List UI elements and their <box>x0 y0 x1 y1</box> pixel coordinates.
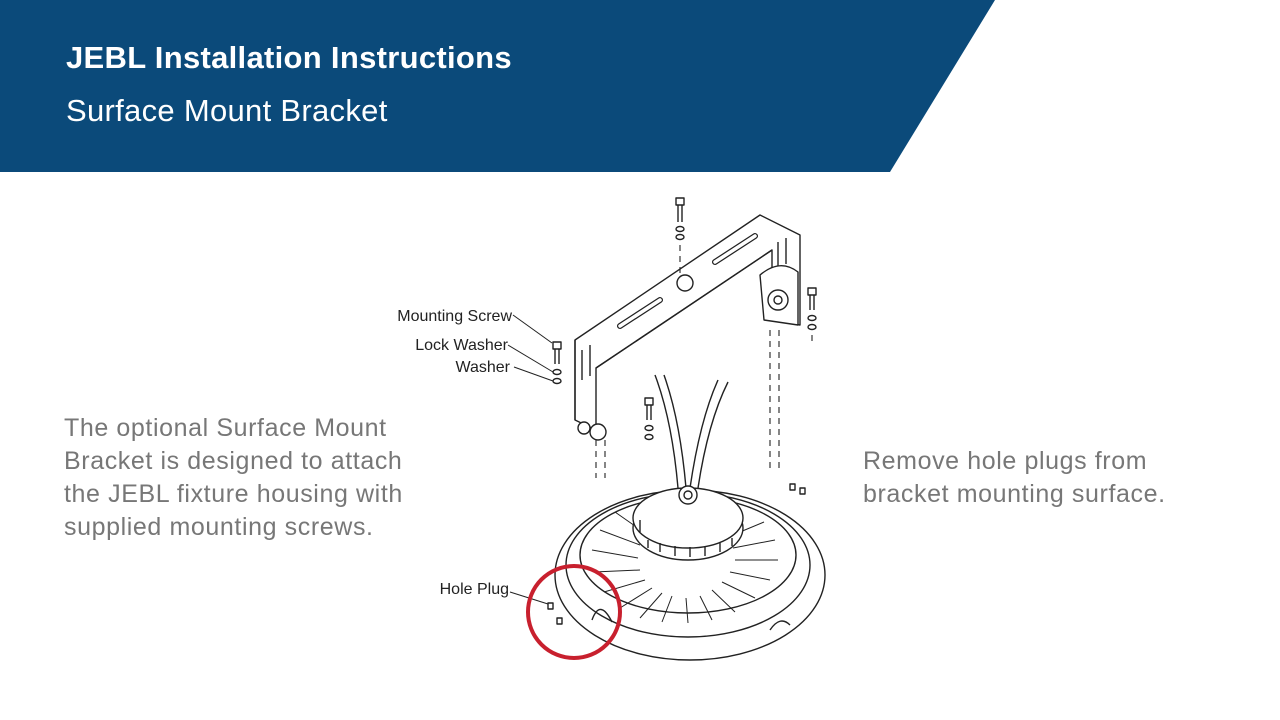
label-hole-plug: Hole Plug <box>440 581 509 598</box>
hole-plug-highlight <box>526 564 622 660</box>
bracket-drawing <box>574 214 801 441</box>
hole-plugs <box>547 483 806 625</box>
page-subtitle: Surface Mount Bracket <box>66 93 388 128</box>
mounting-screws <box>552 197 817 441</box>
fixture-housing <box>554 485 826 661</box>
description-text: The optional Surface Mount Bracket is de… <box>64 414 403 541</box>
installation-diagram: Mounting Screw Lock Washer Washer Hole P… <box>397 197 826 661</box>
page-title: JEBL Installation Instructions <box>66 40 512 75</box>
header-banner: JEBL Installation Instructions Surface M… <box>0 0 995 172</box>
instruction-text: Remove hole plugs from bracket mounting … <box>863 447 1166 508</box>
cables <box>654 374 729 489</box>
label-lock-washer: Lock Washer <box>415 337 508 354</box>
leader-lines <box>507 314 554 605</box>
label-mounting-screw: Mounting Screw <box>397 308 512 325</box>
alignment-lines <box>595 245 813 478</box>
label-washer: Washer <box>455 359 510 376</box>
